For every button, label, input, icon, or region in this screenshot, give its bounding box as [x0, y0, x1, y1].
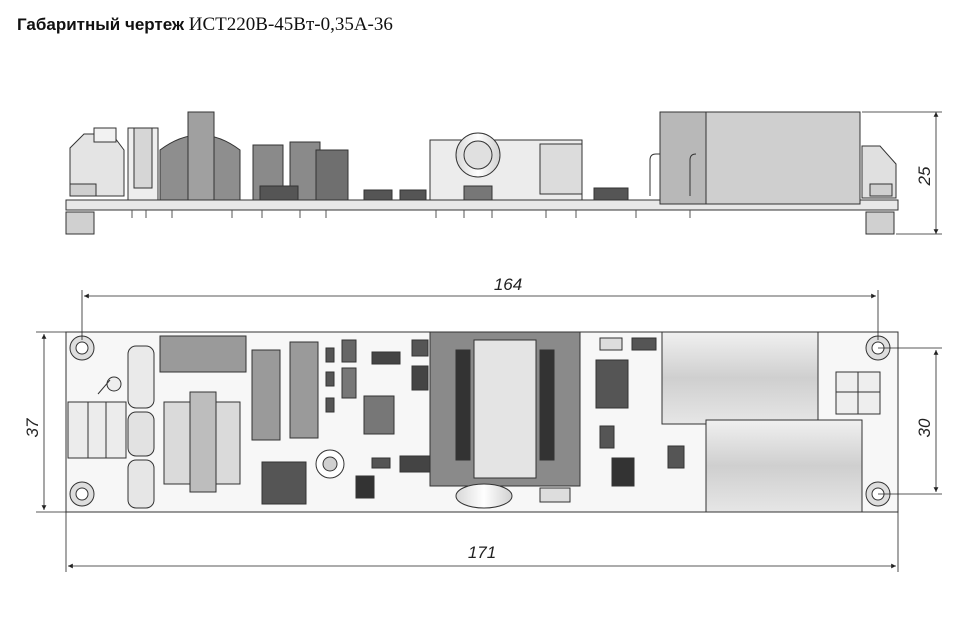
- resistor-block: [159, 335, 247, 373]
- cap-top-1: [251, 349, 281, 441]
- side-cap-3: [315, 149, 349, 201]
- dim-25-label: 25: [915, 166, 934, 186]
- dim-height-right: [878, 347, 942, 495]
- dim-width-bottom: [65, 512, 899, 572]
- output-cap-2: [705, 419, 863, 513]
- regulator-ic: [363, 395, 395, 435]
- mount-hole-bl: [69, 481, 95, 507]
- input-terminal: [67, 401, 127, 459]
- dim-height-left: [36, 331, 66, 513]
- mount-hole-tl: [69, 335, 95, 361]
- filter-choke-3: [127, 459, 155, 509]
- output-toroid: [455, 483, 513, 509]
- dim-171-label: 171: [468, 543, 496, 562]
- dim-37-label: 37: [23, 418, 42, 437]
- cap-top-2: [289, 341, 319, 439]
- drawing-title: Габаритный чертеж ИСТ220В-45Вт-0,35А-36: [17, 14, 393, 36]
- filter-choke-1: [127, 345, 155, 409]
- side-view: [65, 111, 899, 235]
- dim-30-label: 30: [915, 418, 934, 437]
- side-cap-2: [289, 141, 321, 201]
- title-model: ИСТ220В-45Вт-0,35А-36: [188, 14, 393, 35]
- filter-choke-2: [127, 411, 155, 457]
- output-cap-1: [661, 331, 819, 425]
- bridge-rectifier: [261, 461, 307, 505]
- title-caption: Габаритный чертеж: [17, 15, 185, 34]
- top-view: [65, 331, 899, 513]
- dim-width-top: [81, 290, 879, 340]
- dim-height-side: [862, 111, 942, 235]
- dim-164-label: 164: [494, 275, 522, 294]
